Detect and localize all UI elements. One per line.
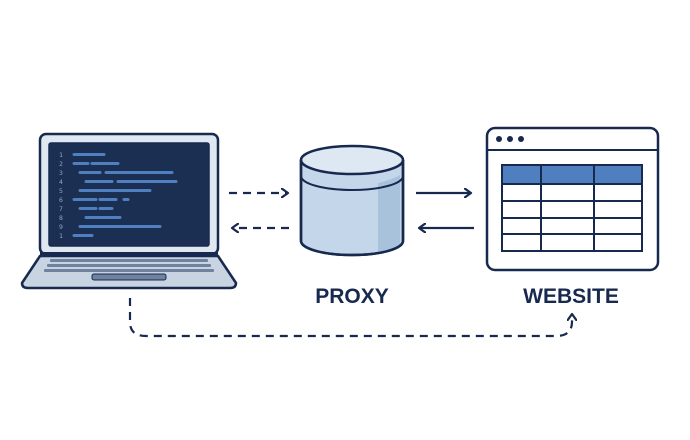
website-label: WEBSITE [523,285,619,308]
cylinder-top [299,144,405,176]
direct-dashed-path-to-website [128,298,572,338]
touchpad [91,273,167,281]
code-line-number: 3 [59,169,63,177]
code-line-number: 1 [59,151,63,159]
cylinder-shade [378,175,400,253]
code-line-number: 5 [59,187,63,195]
browser-window-table-icon [485,126,660,272]
window-control-dots [496,136,524,142]
code-line-number: 9 [59,223,63,231]
keyboard [44,259,214,272]
laptop-screen [48,142,210,247]
database-cylinder-icon [299,144,405,257]
code-line-number: 7 [59,205,63,213]
table-grid [501,164,643,252]
code-line-number: 8 [59,214,63,222]
cylinder-band [300,175,404,191]
code-lines [72,153,178,237]
proxy-label: PROXY [315,285,389,308]
laptop-hinge [40,252,218,256]
code-line-number: 2 [59,160,63,168]
table-lines [502,165,642,251]
table-header-row [502,165,642,184]
code-line-number: 6 [59,196,63,204]
code-line-number: 4 [59,178,63,186]
code-line-number: 1 [59,232,63,240]
